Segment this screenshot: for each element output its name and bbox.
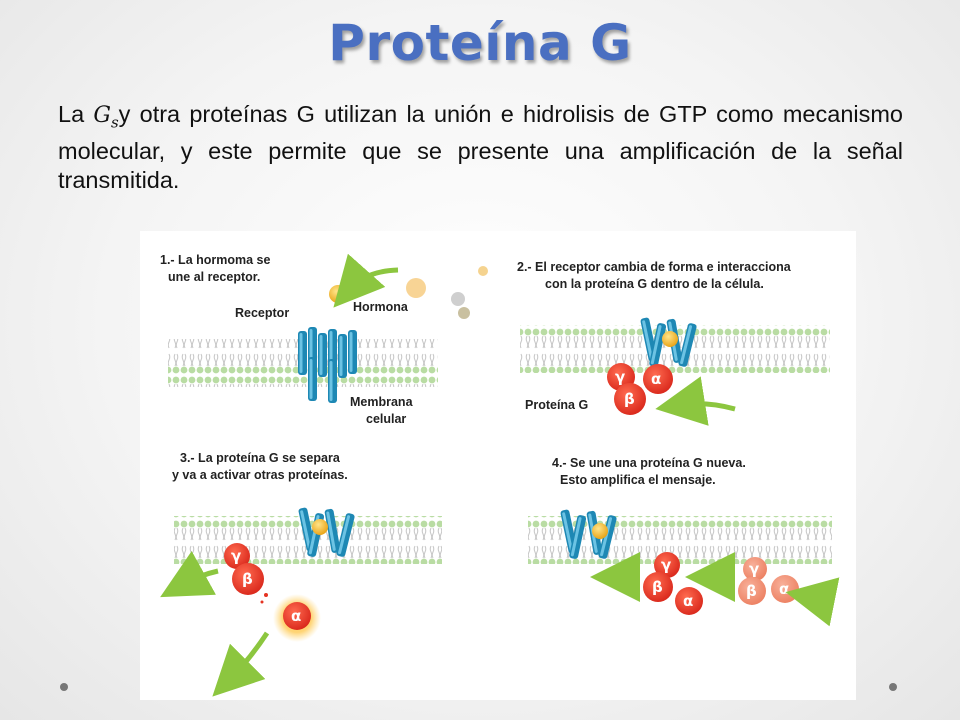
- label-hormona: Hormona: [353, 300, 409, 314]
- gs-symbol-sub: s: [110, 113, 119, 132]
- step3-caption-line2: y va a activar otras proteínas.: [172, 468, 348, 482]
- step1-panel: 1.- La hormoma se une al receptor. Recep…: [160, 253, 488, 426]
- hormone-particle: [451, 292, 465, 306]
- figure-svg: 1.- La hormoma se une al receptor. Recep…: [160, 253, 840, 697]
- g-protein-figure: 1.- La hormoma se une al receptor. Recep…: [140, 231, 856, 700]
- body-rest: y otra proteínas G utilizan la unión e h…: [58, 101, 903, 194]
- g-protein-new-4: γ β α: [738, 557, 799, 605]
- slide-decoration-dot: [889, 683, 897, 691]
- receptor-2: [640, 317, 698, 368]
- alpha-subunit-3: [283, 602, 311, 630]
- arrow-icon: [655, 376, 736, 426]
- hormone-particle: [458, 307, 470, 319]
- step1-caption-line2: une al receptor.: [168, 270, 260, 284]
- slide-decoration-dot: [60, 683, 68, 691]
- slide-title: Proteína G: [328, 14, 632, 72]
- arrow-icon: [212, 631, 270, 697]
- spark: [260, 600, 264, 604]
- alpha-label: α: [291, 607, 301, 625]
- hormone-particle: [478, 266, 488, 276]
- step4-caption-line2: Esto amplifica el mensaje.: [560, 473, 716, 487]
- hormone-bound-1: [329, 285, 347, 303]
- alpha-label: α: [651, 370, 661, 388]
- label-proteina-g: Proteína G: [525, 398, 588, 412]
- step3-caption-line1: 3.- La proteína G se separa: [180, 451, 341, 465]
- arrow-icon: [160, 551, 219, 598]
- gamma-label: γ: [615, 368, 625, 386]
- gs-symbol: Gs: [93, 103, 119, 132]
- alpha-label: α: [779, 580, 789, 598]
- step2-panel: 2.- El receptor cambia de forma e intera…: [517, 260, 830, 426]
- step2-caption-line1: 2.- El receptor cambia de forma e intera…: [517, 260, 792, 274]
- receptor-3: [298, 507, 356, 558]
- arrow-icon: [333, 253, 399, 308]
- gs-symbol-base: G: [93, 103, 111, 128]
- step3-panel: 3.- La proteína G se separa y va a activ…: [160, 451, 442, 697]
- beta-label: β: [746, 582, 757, 600]
- step2-caption-line2: con la proteína G dentro de la célula.: [545, 277, 764, 291]
- step4-caption-line1: 4.- Se une una proteína G nueva.: [552, 456, 746, 470]
- hormone-particle: [406, 278, 426, 298]
- beta-label: β: [652, 578, 663, 596]
- alpha-label: α: [683, 592, 693, 610]
- beta-label: β: [242, 570, 253, 588]
- label-membrana-line1: Membrana: [350, 395, 414, 409]
- step1-caption-line1: 1.- La hormoma se: [160, 253, 270, 267]
- gamma-label: γ: [661, 556, 671, 574]
- body-prefix: La: [58, 101, 94, 127]
- receptor-4: [560, 509, 618, 560]
- beta-label: β: [624, 390, 635, 408]
- step4-panel: 4.- Se une una proteína G nueva. Esto am…: [528, 456, 840, 627]
- g-protein-4: γ β α: [643, 552, 703, 615]
- label-membrana-line2: celular: [366, 412, 406, 426]
- gamma-label: γ: [749, 560, 759, 578]
- slide-body-text: La Gsy otra proteínas G utilizan la unió…: [58, 100, 903, 195]
- arrow-icon: [785, 577, 840, 627]
- spark: [264, 593, 268, 597]
- gamma-label: γ: [231, 547, 241, 565]
- label-receptor: Receptor: [235, 306, 289, 320]
- g-protein-beta-gamma-3: γ β: [224, 543, 264, 595]
